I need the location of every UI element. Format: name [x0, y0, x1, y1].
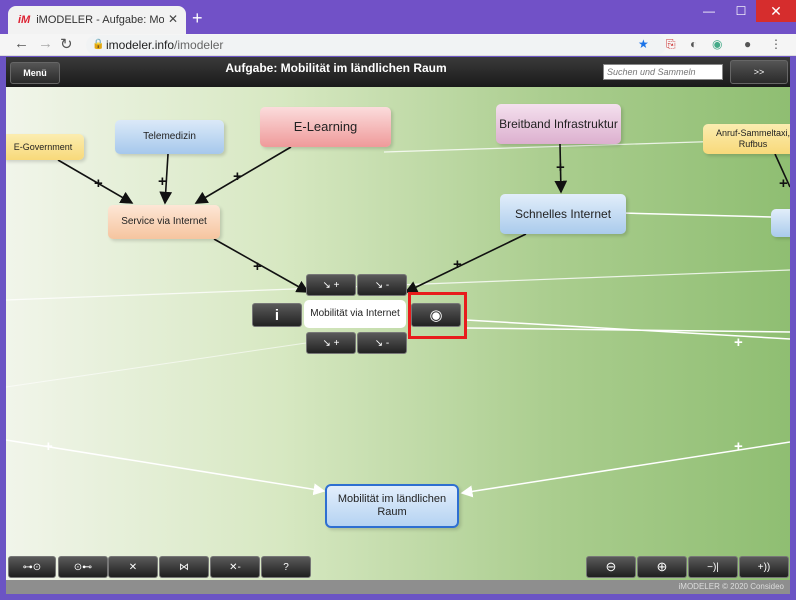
- add-positive-effect-button[interactable]: ↘ +: [306, 332, 356, 354]
- node-mobilitaet-via-internet[interactable]: Mobilität via Internet: [304, 300, 406, 328]
- edge-egov-service: [57, 159, 134, 204]
- add-negative-cause-button[interactable]: ↘ -: [357, 274, 407, 296]
- edge-bg: [6, 439, 326, 496]
- node-breitband[interactable]: Breitband Infrastruktur: [496, 104, 621, 144]
- lock-icon: 🔒: [92, 39, 105, 50]
- minimize-button[interactable]: —: [703, 4, 715, 18]
- maximize-button[interactable]: ☐: [735, 4, 747, 18]
- profile-avatar-icon[interactable]: ●: [744, 37, 752, 51]
- edge-elearn-service: [194, 146, 292, 204]
- edge-anruf: [774, 153, 790, 188]
- forward-arrow-icon[interactable]: →: [38, 35, 53, 52]
- bottom-tool-button-3[interactable]: ✕: [108, 556, 158, 578]
- imodeler-favicon-icon: iM: [18, 14, 31, 26]
- positive-effect-icon: +: [734, 438, 743, 455]
- search-input[interactable]: [603, 64, 723, 80]
- footer: iMODELER © 2020 Consideo: [6, 580, 790, 594]
- bottom-tool-button-1[interactable]: ⊶⊙: [8, 556, 56, 578]
- node-service-via-internet[interactable]: Service via Internet: [108, 205, 220, 239]
- node-partial-offscreen[interactable]: [771, 209, 790, 237]
- edge-bg: [460, 441, 790, 498]
- edges-layer: [6, 138, 790, 498]
- node-anruf-sammeltaxi[interactable]: Anruf-Sammeltaxi, Rufbus: [703, 124, 790, 154]
- node-telemedizin[interactable]: Telemedizin: [115, 120, 224, 154]
- bottom-tool-button-2[interactable]: ⊙⊷: [58, 556, 108, 578]
- extension-icon[interactable]: ◐: [690, 37, 698, 51]
- edge-schnell-mobil: [404, 233, 527, 293]
- add-positive-cause-button[interactable]: ↘ +: [306, 274, 356, 296]
- menu-button[interactable]: Menü: [10, 62, 60, 84]
- page-title: Aufgabe: Mobilität im ländlichen Raum: [225, 61, 447, 75]
- edge-bg: [621, 212, 772, 218]
- window-close-button[interactable]: ✕: [756, 0, 796, 22]
- positive-effect-icon: +: [253, 258, 262, 275]
- edge-bg: [6, 342, 307, 388]
- browser-menu-icon[interactable]: ⋮: [770, 37, 782, 51]
- info-button[interactable]: i: [252, 303, 302, 327]
- tab-close-icon[interactable]: ✕: [167, 12, 178, 26]
- app-header: Menü Aufgabe: Mobilität im ländlichen Ra…: [6, 57, 790, 87]
- browser-toolbar: ← → ↻ 🔒 imodeler.info/imodeler ★ ⎘ ◐ ◉ ●…: [0, 34, 796, 56]
- focus-highlight-box: [408, 292, 467, 339]
- url-path: /imodeler: [174, 38, 224, 52]
- url-host: imodeler.info: [106, 38, 175, 52]
- positive-effect-icon: +: [233, 168, 242, 185]
- pdf-extension-icon[interactable]: ⎘: [666, 37, 676, 51]
- address-bar[interactable]: 🔒 imodeler.info/imodeler: [86, 35, 666, 55]
- back-arrow-icon[interactable]: ←: [14, 35, 29, 52]
- new-tab-button[interactable]: +: [192, 8, 203, 28]
- focus-target-button[interactable]: ◉: [411, 303, 461, 327]
- reload-icon[interactable]: ↻: [60, 36, 73, 53]
- node-e-government[interactable]: E-Government: [6, 134, 84, 160]
- edge-service-mobil: [213, 238, 310, 293]
- collapse-button[interactable]: −)|: [688, 556, 738, 578]
- edge-tele-service: [159, 153, 173, 205]
- zoom-out-button[interactable]: ⊖: [586, 556, 636, 578]
- node-goal-mobilitaet-laendlicher-raum[interactable]: Mobilität im ländlichen Raum: [325, 484, 459, 528]
- positive-effect-icon: +: [453, 256, 462, 273]
- tab-title: iMODELER - Aufgabe: Mobilität i: [36, 14, 165, 26]
- positive-effect-icon: +: [734, 334, 743, 351]
- model-canvas[interactable]: + + + + + + + + + + E-Government Telemed…: [6, 87, 790, 580]
- browser-tab[interactable]: iM iMODELER - Aufgabe: Mobilität i ✕: [8, 6, 186, 34]
- browser-tabstrip: iM iMODELER - Aufgabe: Mobilität i ✕ + —…: [0, 0, 796, 34]
- node-e-learning[interactable]: E-Learning: [260, 107, 391, 147]
- chrome-extension-icon[interactable]: ◉: [712, 37, 723, 51]
- bottom-tool-button-5[interactable]: ✕-: [210, 556, 260, 578]
- edge-breit-schnell: [554, 143, 568, 194]
- positive-effect-icon: +: [158, 173, 167, 190]
- edge-bg: [465, 327, 790, 333]
- expand-button[interactable]: +)): [739, 556, 789, 578]
- bottom-tool-button-4[interactable]: ⋈: [159, 556, 209, 578]
- positive-effect-icon: +: [779, 175, 788, 192]
- zoom-in-button[interactable]: ⊕: [637, 556, 687, 578]
- add-negative-effect-button[interactable]: ↘ -: [357, 332, 407, 354]
- next-button[interactable]: >>: [730, 60, 788, 84]
- bookmark-star-icon[interactable]: ★: [638, 37, 649, 51]
- positive-effect-icon: +: [94, 175, 103, 192]
- positive-effect-icon: +: [44, 438, 53, 455]
- target-icon: ◉: [429, 307, 443, 324]
- positive-effect-icon: +: [556, 159, 565, 176]
- help-button[interactable]: ?: [261, 556, 311, 578]
- node-schnelles-internet[interactable]: Schnelles Internet: [500, 194, 626, 234]
